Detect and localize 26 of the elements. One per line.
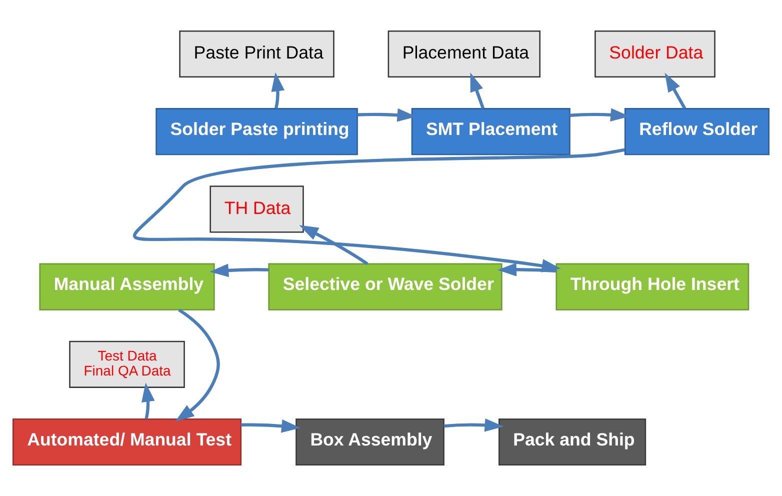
node-box: Solder Data [594, 30, 716, 78]
node-box: Solder Paste printing [156, 108, 358, 156]
node-box: SMT Placement [411, 108, 570, 156]
arrow [209, 264, 269, 278]
arrow [470, 72, 485, 109]
arrow [497, 262, 556, 276]
arrow [142, 382, 155, 420]
node-box: Placement Data [388, 30, 540, 78]
node-box: Test Data Final QA Data [69, 340, 185, 388]
arrow [299, 225, 368, 266]
node-box: Reflow Solder [624, 108, 770, 156]
node-box: Automated/ Manual Test [12, 418, 242, 466]
arrow [175, 308, 220, 422]
node-box: Selective or Wave Solder [268, 263, 502, 310]
arrow [357, 108, 416, 122]
node-box: Pack and Ship [498, 418, 646, 466]
arrow [570, 108, 630, 122]
arrow [240, 419, 301, 433]
arrow [664, 72, 686, 110]
node-box: TH Data [210, 186, 304, 233]
node-box: Paste Print Data [179, 30, 334, 78]
node-box: Manual Assembly [39, 263, 215, 310]
arrow [444, 418, 504, 432]
arrow [271, 72, 285, 109]
node-box: Through Hole Insert [556, 263, 750, 310]
node-box: Box Assembly [296, 418, 444, 466]
